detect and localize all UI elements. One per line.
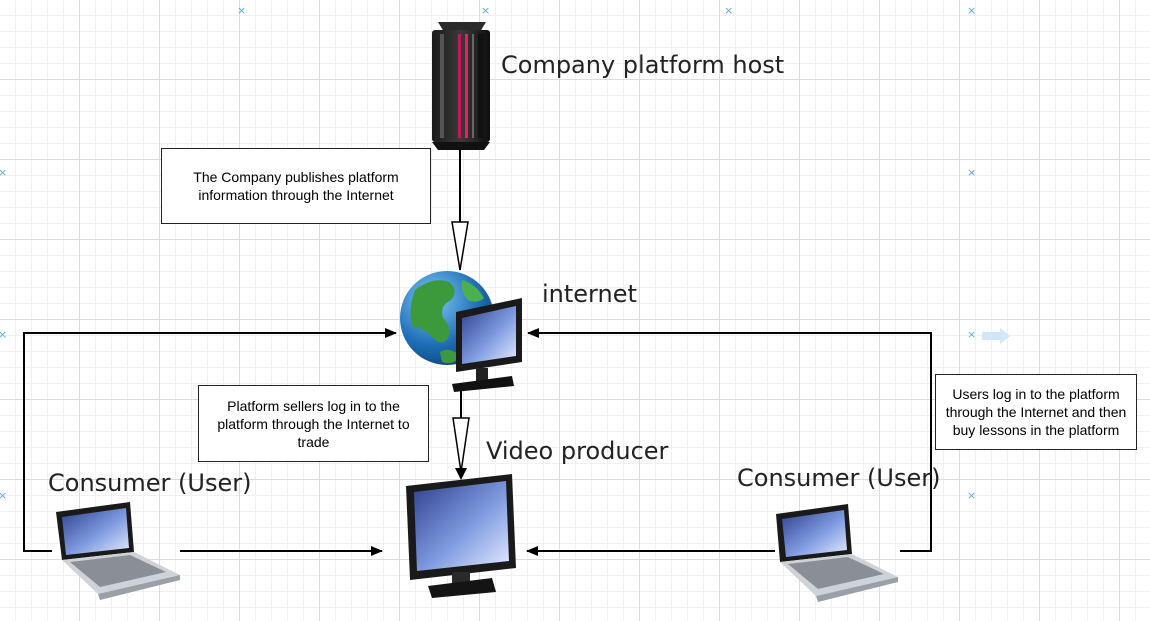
connector-hint-arrow (982, 328, 1010, 344)
publish-note-text: The Company publishes platform informati… (193, 169, 399, 203)
anchor-marker: × (0, 166, 8, 179)
internet-label[interactable]: internet (542, 280, 637, 308)
monitor-icon (406, 474, 516, 598)
host-arrow-triangle (451, 221, 469, 271)
anchor-marker: × (724, 4, 734, 17)
anchor-marker: × (967, 4, 977, 17)
anchor-marker: × (967, 489, 977, 502)
video-producer-label[interactable]: Video producer (486, 437, 669, 465)
consumer-right-label[interactable]: Consumer (User) (737, 464, 941, 492)
publish-note-box[interactable]: The Company publishes platform informati… (161, 148, 431, 224)
server-tower-icon (432, 22, 490, 150)
laptop-icon-left (56, 502, 180, 600)
producer-arrowhead (455, 468, 467, 480)
anchor-marker: × (481, 4, 491, 17)
users-note-box[interactable]: Users log in to the platform through the… (935, 374, 1137, 450)
globe-monitor-icon (400, 271, 522, 392)
producer-arrow-triangle (452, 417, 470, 473)
anchor-marker: × (967, 328, 977, 341)
sellers-note-box[interactable]: Platform sellers log in to the platform … (198, 385, 429, 462)
consumer-left-label[interactable]: Consumer (User) (48, 469, 252, 497)
laptop-icon-right (776, 504, 898, 602)
right-consumer-to-internet-line (527, 328, 932, 552)
anchor-marker: × (0, 328, 8, 341)
anchor-marker: × (0, 489, 8, 502)
anchor-marker: × (967, 166, 977, 179)
platform-host-label[interactable]: Company platform host (501, 51, 785, 79)
users-note-text: Users log in to the platform through the… (945, 386, 1127, 438)
anchor-marker: × (237, 4, 247, 17)
left-consumer-to-internet-line (23, 328, 397, 552)
sellers-note-text: Platform sellers log in to the platform … (217, 397, 410, 450)
